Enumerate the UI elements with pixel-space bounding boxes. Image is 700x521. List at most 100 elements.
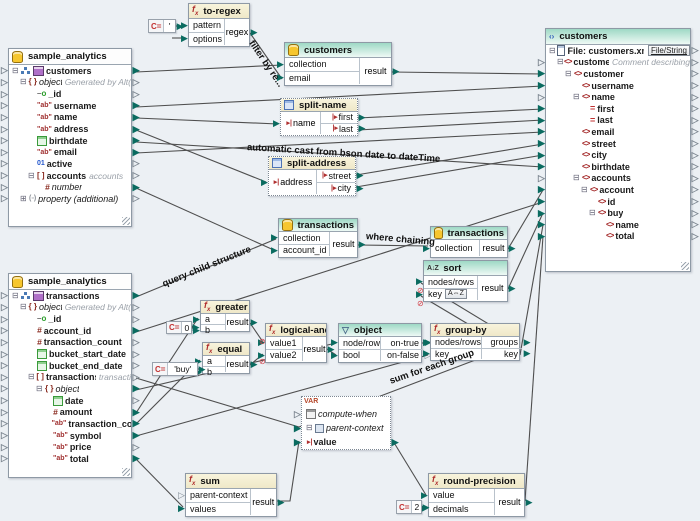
input-connector[interactable]: ▷ [1, 65, 8, 76]
input-connector[interactable]: ▶ [277, 58, 284, 69]
param-a[interactable]: a▶ [193, 314, 225, 324]
expand-toggle-icon[interactable]: ⊟ [581, 184, 588, 194]
output-connector[interactable]: ▶ [198, 363, 206, 374]
input-connector[interactable]: ▶ [423, 348, 430, 359]
input-connector[interactable]: ▶ [261, 176, 268, 187]
expand-toggle-icon[interactable]: ⊟ [12, 65, 19, 75]
input-connector[interactable]: ▶ [538, 103, 545, 114]
input-connector[interactable]: ▷ [1, 135, 8, 146]
output-connector[interactable]: ▶ [132, 453, 140, 464]
tree-row-last[interactable]: =last▶▷ [538, 115, 699, 127]
input-connector[interactable]: ▶ [416, 276, 423, 287]
tree-row-transaction_count[interactable]: #transaction_count▷▷ [1, 337, 140, 349]
tree-row-birthdate[interactable]: birthdate▷▶ [1, 135, 140, 147]
output-connector[interactable]: ▷ [132, 441, 140, 452]
resize-handle[interactable] [122, 217, 130, 225]
connection-transactions-where.result-to-target.account[interactable] [507, 189, 544, 250]
input-connector[interactable]: ▶ [538, 219, 545, 230]
output-connector[interactable]: ▷ [132, 360, 140, 371]
connection-email-to-target.email[interactable] [135, 131, 544, 154]
tree-row-price[interactable]: "ab"price▷▷ [1, 441, 140, 453]
var-row-compute-when[interactable]: compute-when▷ [294, 407, 390, 421]
input-connector[interactable]: ▶ [181, 33, 188, 44]
input-connector[interactable]: ▷ [1, 301, 8, 312]
tree-row-_id[interactable]: –o_id▷▷ [1, 313, 140, 325]
var-row-parent-context[interactable]: ⊟parent-context▶ [294, 421, 390, 435]
output-connector[interactable]: ▶ [508, 242, 516, 253]
input-connector[interactable]: ▷ [1, 290, 8, 301]
param-b[interactable]: b▶ [195, 366, 225, 377]
input-connector[interactable]: ▶ [421, 489, 428, 500]
output-connector[interactable]: ▶ [132, 123, 140, 134]
input-connector[interactable]: ▶ [538, 114, 545, 125]
output-connector[interactable]: ▷ [132, 371, 140, 382]
tree-row-transactions[interactable]: ⊟transactions▷▶ [1, 290, 140, 302]
tree-row-city[interactable]: <>city▶▷ [538, 149, 699, 161]
input-connector[interactable]: ▷ [1, 76, 8, 87]
tree-row-name[interactable]: ⊟<>name▷▷ [538, 91, 699, 103]
result-cell[interactable]: result▶ [226, 314, 257, 330]
output-connector[interactable]: ▶ [523, 348, 531, 359]
connection-logical-and.result-to-object-filter.bool[interactable] [326, 348, 337, 356]
duplicate-input-badge[interactable]: ⊘ [417, 286, 424, 295]
result-cell[interactable]: regex▶ [225, 19, 258, 45]
tree-row-username[interactable]: "ab"username▷▶ [1, 100, 140, 112]
input-connector[interactable]: ▷ [1, 158, 8, 169]
source-transactions[interactable]: sample_analytics⊟transactions▷▶⊟{ }objec… [1, 273, 140, 478]
connection-birthdate-to-target.birthdate[interactable] [135, 141, 544, 168]
param-collection[interactable]: collection▶ [423, 240, 479, 256]
output-connector[interactable]: ▶ [132, 406, 140, 417]
output-connector[interactable]: ▷ [691, 114, 699, 125]
input-connector[interactable]: ▷ [1, 193, 8, 204]
tree-row-customer[interactable]: ⊟<>customer▶▷ [538, 68, 699, 80]
connection-split-address.street-to-target.street[interactable] [355, 143, 544, 176]
input-connector[interactable]: ▷ [1, 336, 8, 347]
input-connector[interactable]: ▷ [178, 489, 185, 500]
input-connector[interactable]: ▷ [1, 406, 8, 417]
expand-toggle-icon[interactable]: ⊟ [549, 45, 556, 55]
input-connector[interactable]: ▷ [1, 111, 8, 122]
output-connector[interactable]: ▶ [132, 290, 140, 301]
output-city[interactable]: |▸city▶ [317, 181, 364, 195]
output-connector[interactable]: ▶ [176, 20, 184, 31]
tree-row-name[interactable]: <>name▶▷ [538, 219, 699, 231]
expand-toggle-icon[interactable]: ⊟ [28, 170, 35, 180]
output-connector[interactable]: ▷ [132, 158, 140, 169]
output-connector[interactable]: ▷ [132, 88, 140, 99]
tree-row-total[interactable]: <>total▶▷ [538, 231, 699, 243]
tree-row-bucket_end_date[interactable]: bucket_end_date▷▷ [1, 360, 140, 372]
connection-transactions-query.result-to-transactions-where.collection[interactable] [357, 244, 429, 247]
input-connector[interactable]: ▷ [1, 325, 8, 336]
expand-toggle-icon[interactable]: ⊟ [565, 68, 572, 78]
output-connector[interactable]: ▶ [132, 430, 140, 440]
output-connector[interactable]: ▷ [691, 91, 699, 102]
input-connector[interactable]: ▶ [538, 138, 545, 149]
input-connector[interactable]: ▶ [258, 337, 265, 348]
tree-row-street[interactable]: <>street▶▷ [538, 138, 699, 150]
output-connector[interactable]: ▶ [523, 336, 531, 347]
expand-toggle-icon[interactable]: ⊟ [28, 372, 35, 382]
input-connector[interactable]: ▷ [1, 453, 8, 464]
input-connector[interactable]: ▷ [1, 395, 8, 406]
duplicate-input-badge[interactable]: ⊘ [259, 337, 266, 346]
expand-toggle-icon[interactable]: ⊟ [36, 383, 43, 393]
input-connector[interactable]: ▷ [1, 371, 8, 382]
input-connector[interactable]: ▶ [271, 232, 278, 243]
resize-handle[interactable] [122, 468, 130, 476]
input-connector[interactable]: ▶ [178, 503, 185, 514]
input-connector[interactable]: ▷ [538, 56, 545, 67]
input-connector[interactable]: ▶ [423, 242, 430, 253]
expand-toggle-icon[interactable]: ⊟ [20, 302, 27, 312]
